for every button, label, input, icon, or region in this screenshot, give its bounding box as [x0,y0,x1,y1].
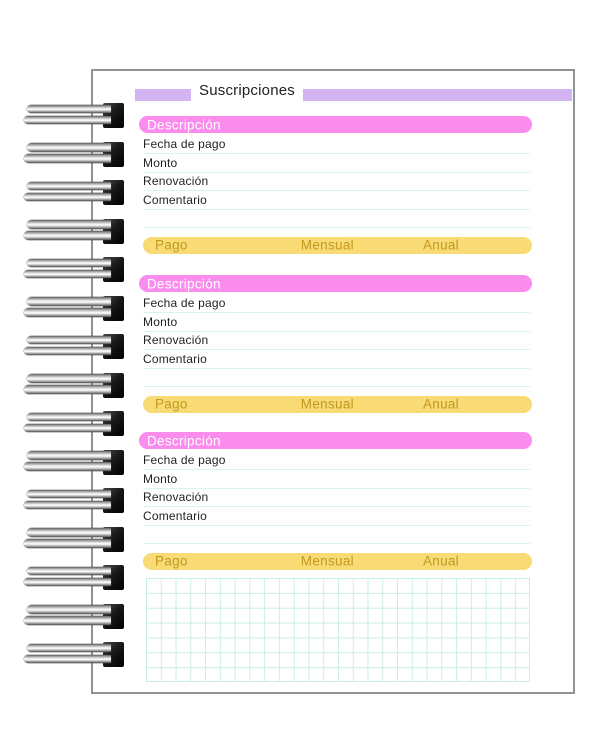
payment-bar: Pago Mensual Anual [143,395,532,413]
field-label: Fecha de pago [143,296,226,310]
field-label: Comentario [143,192,208,207]
spiral-wire-bottom [24,269,111,278]
section-header-label: Descripción [147,433,221,448]
spiral-wire-bottom [24,115,111,124]
spiral-wire-top [27,566,111,575]
spiral-wire-top [27,605,111,614]
field-row: Renovación [143,332,530,350]
notes-grid [146,578,530,682]
payment-option-monthly: Mensual [300,237,354,253]
spiral-wire-top [27,451,111,460]
spiral-loop [0,218,130,245]
spiral-wire-bottom [24,423,111,432]
spiral-wire-bottom [24,231,111,240]
field-label: Comentario [143,351,208,366]
spiral-wire-bottom [24,308,111,317]
spiral-wire-top [27,220,111,229]
subscription-section: Descripción Fecha de pago Monto Renovaci… [93,275,573,415]
spiral-wire-top [27,643,111,652]
payment-label: Pago [155,396,188,412]
payment-bar: Pago Mensual Anual [143,552,532,570]
field-label: Comentario [143,508,208,523]
spiral-loop [0,334,130,360]
title-accent-bar-right [303,89,572,101]
field-row: Monto [143,470,530,489]
spiral-wire-bottom [24,154,111,163]
field-label: Monto [143,314,178,329]
field-row: Renovación [143,173,530,191]
spiral-wire-top [27,297,111,306]
page-title: Suscripciones [199,82,295,99]
field-row: Fecha de pago [143,295,530,313]
spiral-loop [0,103,130,129]
spiral-wire-top [27,258,111,267]
payment-option-monthly: Mensual [300,553,354,569]
spiral-loop [0,488,130,514]
section-header-label: Descripción [147,117,221,132]
title-accent-bar-left [135,89,191,101]
spiral-wire-bottom [24,539,111,548]
notebook-page: Suscripciones Descripción Fecha de pago … [91,69,575,694]
spiral-wire-top [27,335,111,344]
section-header-bar: Descripción [139,275,532,292]
spiral-wire-bottom [24,346,111,355]
payment-option-monthly: Mensual [300,396,354,412]
field-label: Renovación [143,333,209,347]
field-label: Monto [143,155,178,170]
field-label: Monto [143,471,178,486]
field-label: Renovación [143,174,209,188]
payment-option-annual: Anual [422,396,459,412]
spiral-wire-bottom [24,462,111,471]
field-row: Fecha de pago [143,136,530,154]
section-header-label: Descripción [147,276,221,291]
spiral-wire-bottom [24,500,111,509]
spiral-loop [0,180,130,206]
spiral-loop [0,449,130,476]
field-row: Comentario [143,507,530,526]
spiral-wire-bottom [24,385,111,394]
spiral-loop [0,411,130,437]
spiral-loop [0,257,130,283]
payment-label: Pago [155,237,188,253]
spiral-wire-bottom [24,654,111,663]
spiral-loop [0,295,130,322]
spiral-wire-bottom [24,616,111,625]
field-label: Fecha de pago [143,137,226,151]
payment-option-annual: Anual [422,553,459,569]
blank-line-row [143,526,530,544]
payment-label: Pago [155,553,188,569]
spiral-wire-bottom [24,192,111,201]
spiral-wire-top [27,412,111,421]
field-label: Fecha de pago [143,453,226,467]
spiral-loop [0,642,130,668]
spiral-wire-top [27,181,111,190]
spiral-wire-top [27,374,111,383]
spiral-wire-bottom [24,577,111,586]
section-header-bar: Descripción [139,116,532,133]
spiral-wire-top [27,528,111,537]
payment-option-annual: Anual [422,237,459,253]
spiral-wire-top [27,143,111,152]
subscription-section: Descripción Fecha de pago Monto Renovaci… [93,116,573,256]
spiral-loop [0,526,130,553]
field-row: Monto [143,154,530,173]
field-row: Fecha de pago [143,452,530,470]
spiral-wire-top [27,104,111,113]
spiral-loop [0,565,130,591]
field-row: Comentario [143,191,530,210]
spiral-loop [0,141,130,168]
payment-bar: Pago Mensual Anual [143,236,532,254]
blank-line-row [143,210,530,228]
spiral-wire-top [27,489,111,498]
field-label: Renovación [143,490,209,504]
field-row: Renovación [143,489,530,507]
spiral-loop [0,372,130,399]
field-row: Comentario [143,350,530,369]
subscription-section: Descripción Fecha de pago Monto Renovaci… [93,432,573,572]
spiral-loop [0,603,130,630]
field-row: Monto [143,313,530,332]
blank-line-row [143,369,530,387]
section-header-bar: Descripción [139,432,532,449]
